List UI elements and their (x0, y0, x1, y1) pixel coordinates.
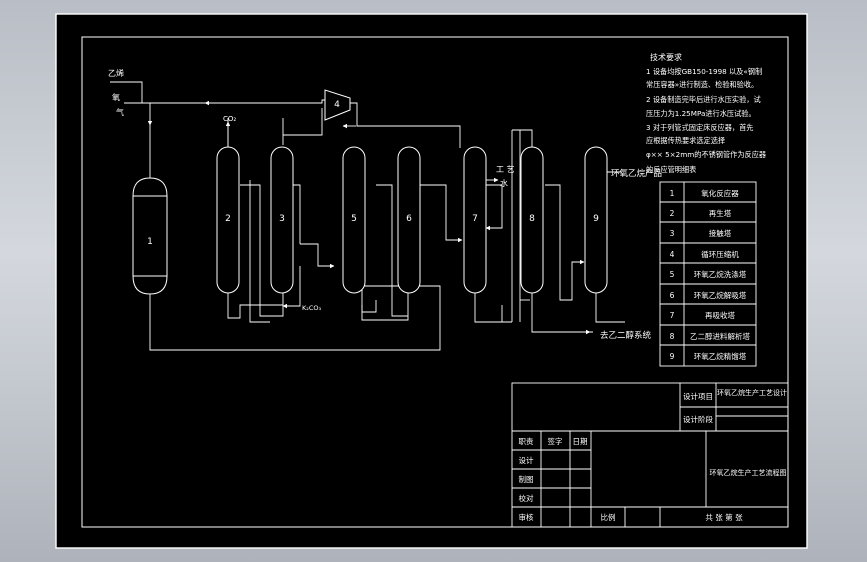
unit-number: 5 (351, 214, 357, 224)
unit-number: 4 (334, 100, 340, 110)
unit-number: 9 (593, 214, 599, 224)
parts-table-no: 6 (670, 291, 675, 300)
eo-washing-tower (342, 146, 366, 294)
drawing-frame (81, 36, 789, 528)
recycle-compressor (324, 89, 351, 121)
parts-table-name: 乙二醇进料解析塔 (690, 331, 750, 341)
technical-requirements: 技术要求 1 设备均按GB150-1998 以及«钢制 常压容器»进行制造、检验… (646, 52, 766, 174)
parts-table-no: 7 (670, 311, 675, 320)
tech-requirement-line: 压压力为1.25MPa进行水压试验。 (646, 109, 756, 118)
parts-table-name: 环氧乙烷洗涤塔 (694, 269, 747, 279)
tech-requirement-line: 应根据传热要求选定选择 (646, 136, 725, 145)
roles-header: 日期 (573, 437, 588, 446)
parts-table-no: 3 (670, 229, 675, 238)
role-label: 制图 (519, 474, 534, 484)
tech-requirement-line: 2 设备制造完毕后进行水压实验，试 (646, 95, 761, 104)
roles-header: 签字 (548, 436, 563, 446)
equipment-numbers: 1 2 3 4 5 6 7 8 9 (147, 100, 599, 247)
design-project-value: 环氧乙烷生产工艺设计 (717, 388, 787, 397)
parts-table-no: 8 (670, 332, 675, 341)
scale-label: 比例 (601, 512, 616, 522)
parts-table-name: 氧化反应器 (701, 188, 739, 198)
unit-number: 8 (529, 214, 535, 224)
parts-table: 1 氧化反应器 2 再生塔 3 接触塔 4 循环压缩机 5 环氧乙烷洗涤塔 6 … (659, 181, 757, 367)
equipment (132, 89, 608, 295)
role-label: 校对 (519, 493, 534, 503)
reabsorption-tower (463, 146, 487, 294)
design-project-label: 设计项目 (683, 391, 713, 401)
roles-header: 职责 (519, 436, 534, 446)
unit-number: 3 (279, 214, 285, 224)
unit-number: 2 (225, 214, 231, 224)
tech-requirements-title: 技术要求 (650, 52, 682, 62)
parts-table-name: 再吸收塔 (705, 310, 735, 320)
tech-requirement-line: 常压容器»进行制造、检验和验收。 (646, 80, 758, 89)
regenerator-tower (216, 146, 240, 294)
glycol-feed-stripper (520, 146, 544, 294)
eo-desorption-tower (397, 146, 421, 294)
unit-number: 7 (472, 214, 478, 224)
parts-table-no: 4 (670, 250, 675, 259)
drawing-title: 环氧乙烷生产工艺流程图 (710, 468, 787, 477)
role-label: 审核 (519, 512, 534, 522)
parts-table-name: 循环压缩机 (701, 249, 739, 259)
co2-label: CO₂ (223, 115, 236, 123)
tech-requirement-line: 1 设备均按GB150-1998 以及«钢制 (646, 67, 762, 76)
tech-requirement-line: φ×× 5×2mm的不锈钢管作为反应器 (646, 150, 766, 159)
design-stage-label: 设计阶段 (683, 414, 713, 424)
k2co3-label: K₂CO₃ (302, 304, 322, 312)
parts-table-name: 接触塔 (709, 228, 732, 238)
unit-number: 1 (147, 237, 153, 247)
parts-table-name: 环氧乙烷精馏塔 (694, 351, 747, 361)
title-block: 设计项目 环氧乙烷生产工艺设计 设计阶段 环氧乙烷生产工艺流程图 职责 签字 日… (511, 382, 789, 528)
process-lines (110, 81, 625, 351)
role-label: 设计 (519, 455, 534, 465)
contact-tower (270, 146, 294, 294)
eo-product-label: 环氧乙烷产品 (611, 168, 662, 179)
parts-table-no: 5 (670, 270, 675, 279)
parts-table-no: 9 (670, 352, 675, 361)
tech-requirement-line: 3 对于列管式固定床反应器，首先 (646, 123, 753, 132)
oxygen-label: 气 (116, 107, 124, 117)
parts-table-name: 再生塔 (709, 208, 732, 218)
stream-labels: 乙烯 氧 气 CO₂ K₂CO₃ 工 艺 水 去乙二醇系统 环氧乙烷产品 (108, 68, 662, 341)
process-water-label: 水 (500, 178, 508, 188)
tech-requirement-line: 的反应管明细表 (646, 165, 696, 174)
sheets-label: 共 张 第 张 (705, 512, 743, 522)
oxidation-reactor (132, 177, 168, 295)
to-glycol-label: 去乙二醇系统 (600, 330, 652, 341)
unit-number: 6 (406, 214, 412, 224)
oxygen-label: 氧 (112, 92, 120, 102)
parts-table-name: 环氧乙烷解吸塔 (694, 290, 747, 300)
ethylene-label: 乙烯 (108, 68, 124, 78)
eo-rectification-tower (584, 146, 608, 294)
parts-table-no: 1 (670, 189, 675, 198)
process-water-label: 工 艺 (496, 165, 515, 174)
parts-table-no: 2 (670, 209, 675, 218)
